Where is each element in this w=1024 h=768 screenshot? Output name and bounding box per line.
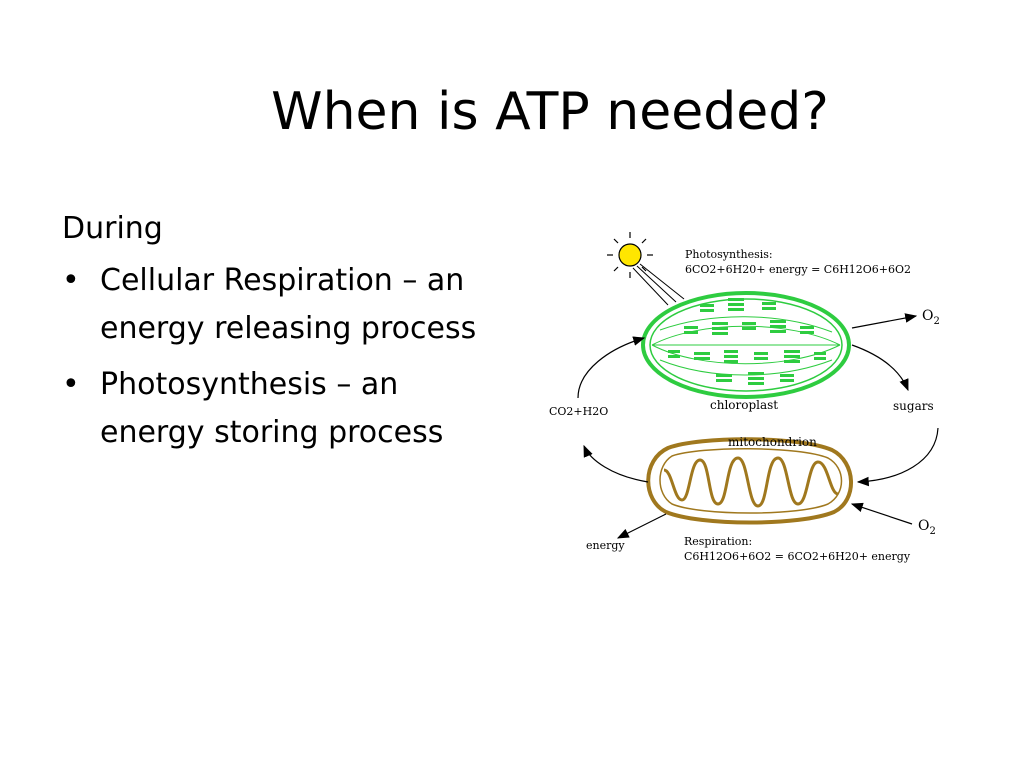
chloroplast-label: chloroplast [710,398,778,412]
cycle-arrows [577,313,939,539]
arrow-sugars-to-mito [856,427,939,487]
mitochondrion-icon [646,437,853,525]
energy-label: energy [586,539,625,552]
bullet-item: • Photosynthesis – an energy storing pro… [62,361,482,457]
arrow-mito-to-co2 [583,444,649,483]
photosynthesis-label: Photosynthesis: [685,248,773,261]
oxygen-bottom-label: O2 [918,518,936,537]
bullet-item: • Cellular Respiration – an energy relea… [62,257,482,353]
arrow-o2-out [851,313,918,329]
co2-h2o-label: CO2+H2O [549,405,608,418]
oxygen-top-label: O2 [922,308,940,327]
bullet-text: Cellular Respiration – an energy releasi… [100,263,477,346]
sugars-label: sugars [893,399,934,413]
arrow-o2-in [850,502,913,525]
bullet-text: Photosynthesis – an energy storing proce… [100,367,444,450]
energy-cycle-diagram: Photosynthesis: 6CO2+6H20+ energy = C6H1… [549,232,940,563]
intro-text: During [62,211,163,246]
bullet-list: • Cellular Respiration – an energy relea… [62,257,482,457]
sun-icon [607,232,653,278]
arrow-to-sugars [851,344,909,392]
bullet-dot-icon: • [62,263,80,298]
chloroplast-icon [641,291,851,399]
mitochondrion-label: mitochondrion [728,435,817,449]
respiration-label: Respiration: [684,535,752,548]
slide-title: When is ATP needed? [271,82,829,142]
slide-body: During • Cellular Respiration – an energ… [62,205,482,465]
arrow-to-energy [616,513,667,539]
arrow-co2-to-chloroplast [577,336,646,399]
bullet-dot-icon: • [62,367,80,402]
light-rays [632,263,685,306]
respiration-equation: C6H12O6+6O2 = 6CO2+6H20+ energy [684,550,911,563]
sun-disc [618,243,642,267]
photosynthesis-equation: 6CO2+6H20+ energy = C6H12O6+6O2 [685,263,911,276]
